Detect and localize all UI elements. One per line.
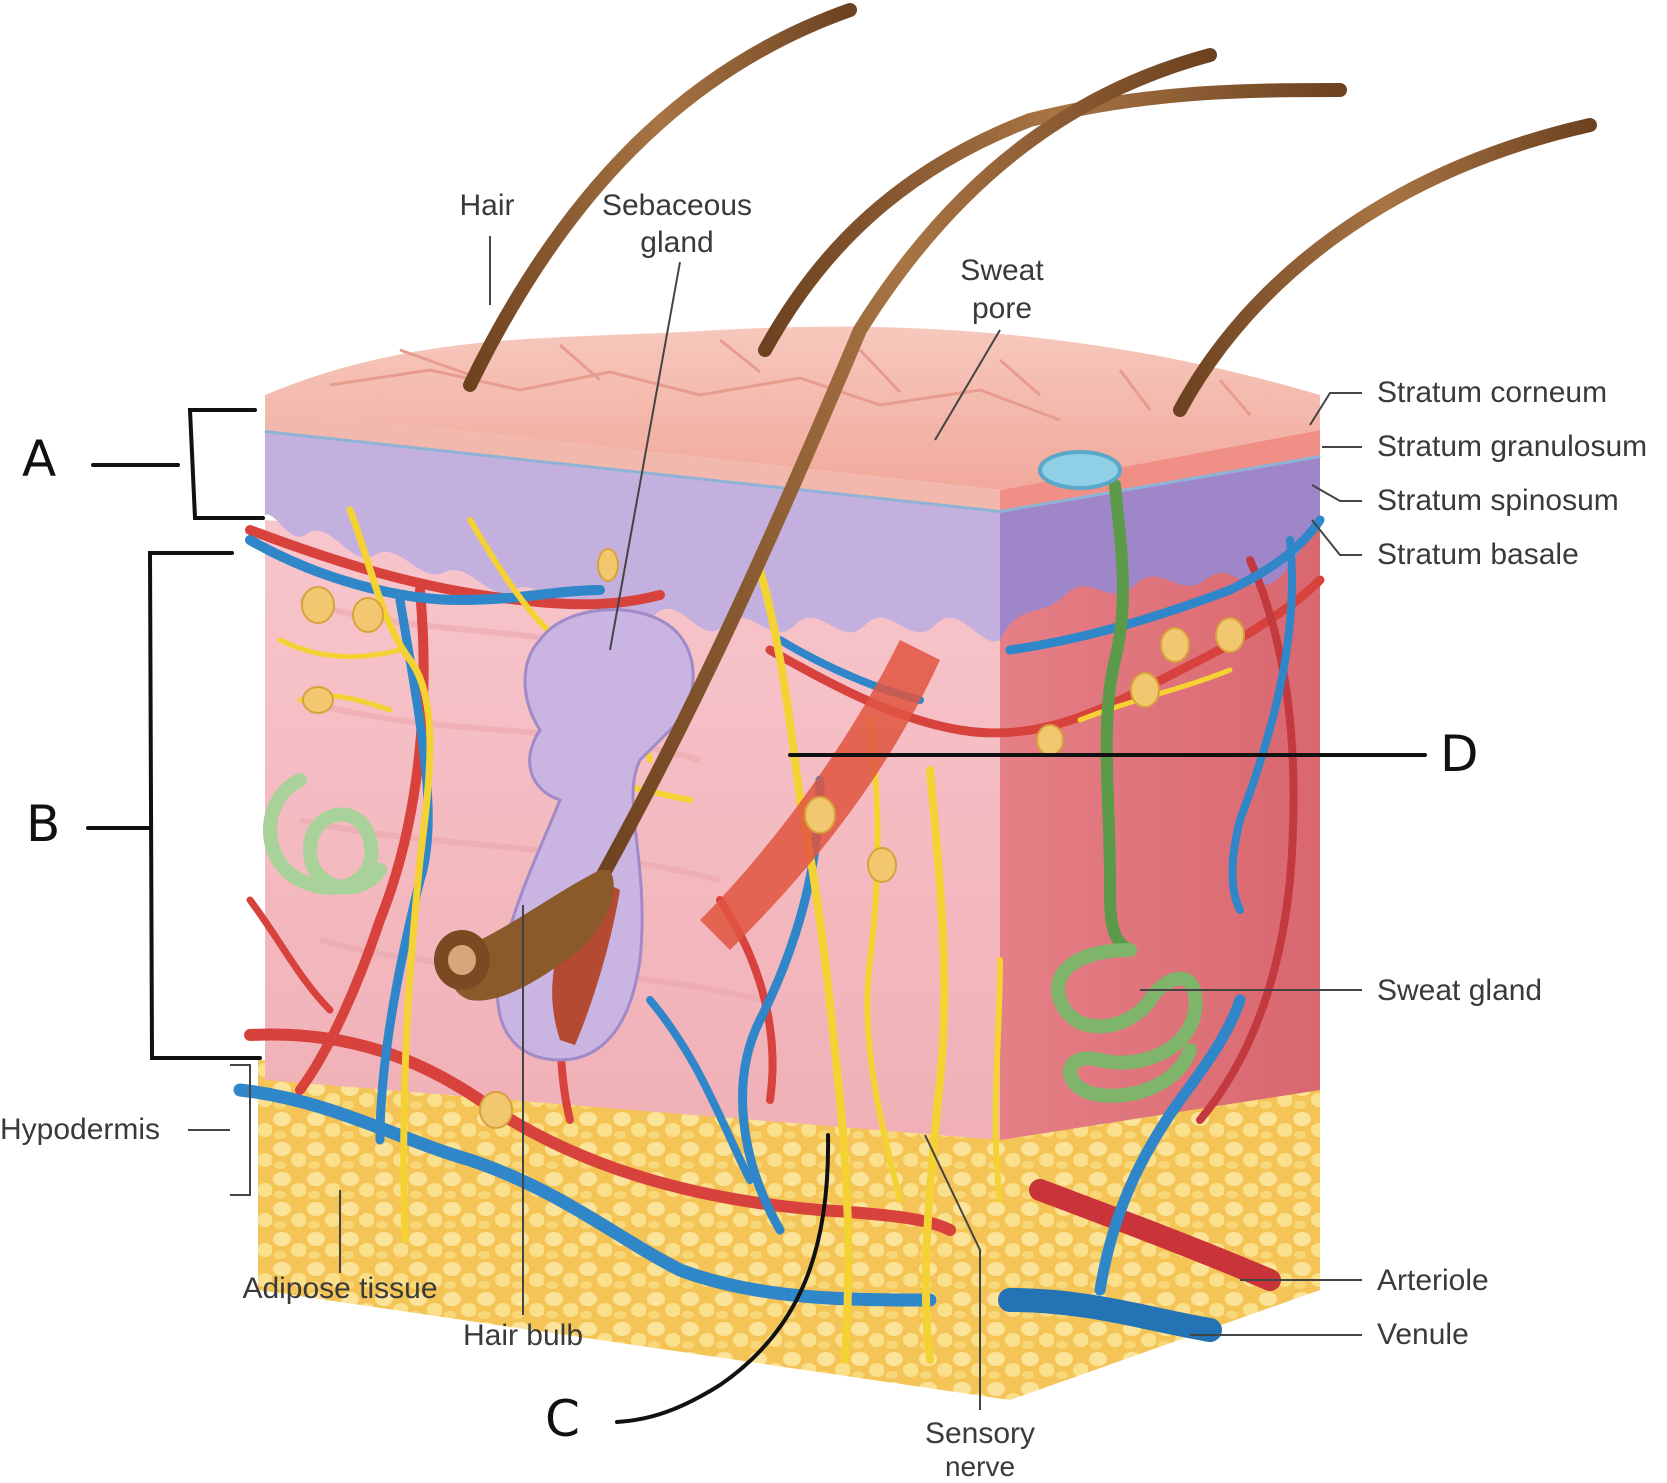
epidermis-surface (265, 326, 1320, 510)
handwritten-letter-c: C (545, 1390, 580, 1448)
arrector-pili-muscle (700, 640, 940, 950)
hair-bulb (434, 870, 620, 1045)
handwritten-letter-b: B (26, 795, 61, 853)
handwritten-annotations (86, 408, 1427, 1424)
label-stratum-corneum: Stratum corneum (1377, 376, 1608, 409)
handwritten-letter-d: D (1440, 725, 1479, 783)
label-sebaceous-gland-line1: Sebaceous (601, 189, 753, 222)
label-stratum-granulosum: Stratum granulosum (1377, 430, 1648, 463)
label-hair-bulb: Hair bulb (462, 1319, 584, 1352)
hairs (463, 3, 1597, 887)
leader-lines (188, 236, 1362, 1410)
label-sweat-pore-line1: Sweat (960, 254, 1044, 287)
label-sensory-nerve-line1: Sensory (924, 1417, 1036, 1450)
sweat-gland (263, 450, 1203, 1103)
dermis-side (1000, 520, 1320, 1140)
handwritten-letter-a: A (22, 430, 57, 488)
label-hair: Hair (459, 189, 515, 222)
label-arteriole: Arteriole (1377, 1264, 1489, 1297)
label-stratum-basale: Stratum basale (1377, 538, 1579, 571)
label-sebaceous-gland-line2: gland (640, 226, 714, 259)
label-sensory-nerve-line2: nerve (944, 1451, 1016, 1482)
label-venule: Venule (1377, 1318, 1469, 1351)
label-stratum-spinosum: Stratum spinosum (1377, 484, 1619, 517)
sensory-receptors (301, 548, 1245, 1129)
label-sweat-pore-line2: pore (971, 292, 1033, 325)
label-sweat-gland: Sweat gland (1377, 974, 1543, 1007)
label-hypodermis: Hypodermis (0, 1113, 161, 1146)
label-adipose-tissue: Adipose tissue (242, 1272, 438, 1305)
